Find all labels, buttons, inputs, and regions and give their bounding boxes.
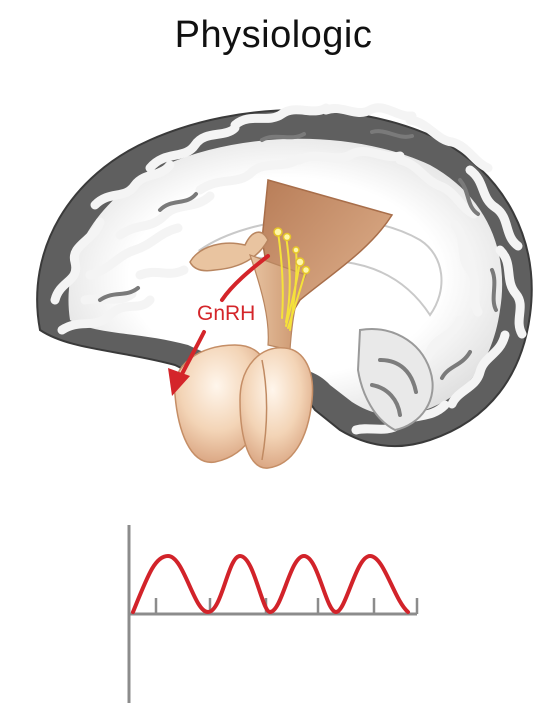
gnrh-label: GnRH bbox=[197, 302, 255, 325]
posterior-pituitary bbox=[240, 348, 313, 468]
pulse-plot bbox=[129, 525, 417, 703]
pulsatile-waveform bbox=[133, 556, 408, 612]
